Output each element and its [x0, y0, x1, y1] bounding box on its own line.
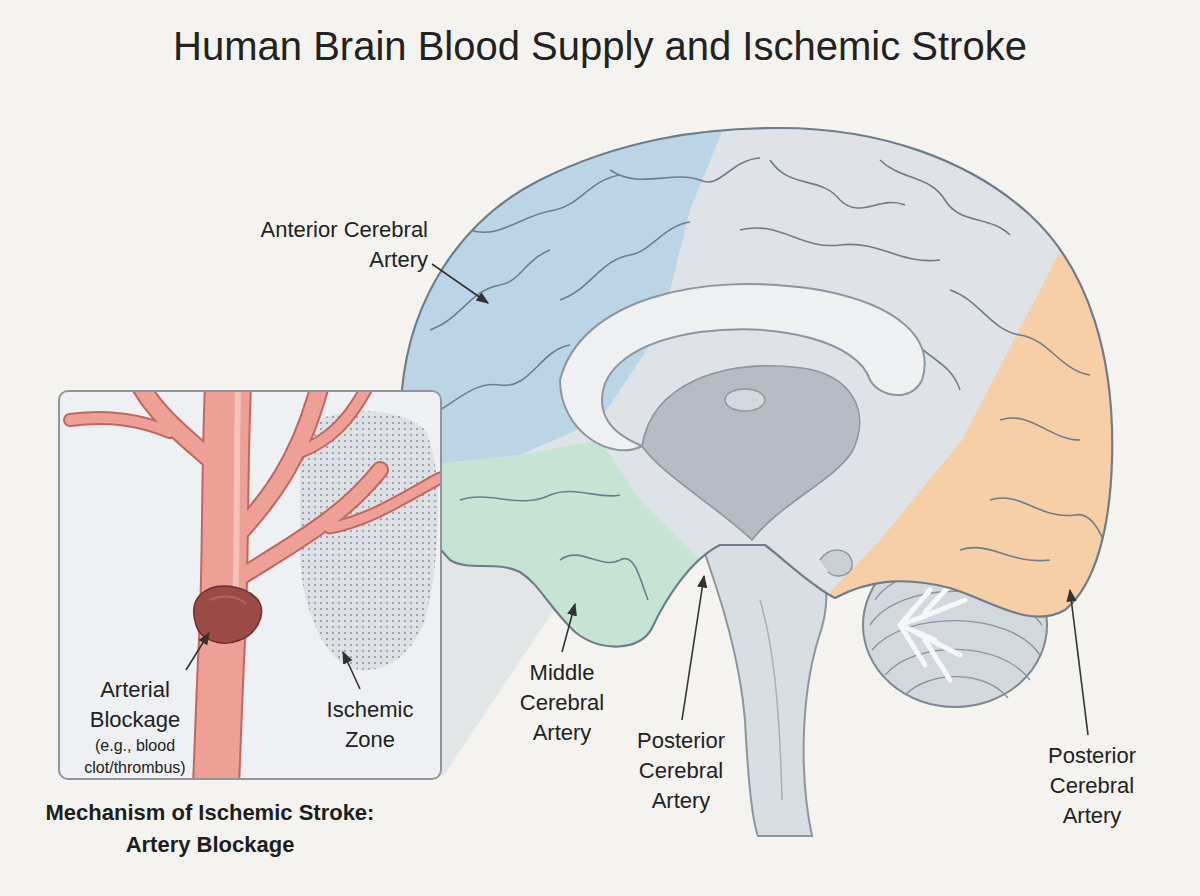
inset-leaders	[186, 633, 360, 689]
inset-illustration	[70, 392, 440, 778]
leader-line	[1070, 590, 1088, 735]
inset-caption: Mechanism of Ischemic Stroke: Artery Blo…	[40, 797, 380, 861]
artery	[70, 392, 440, 778]
cerebrum-outline	[400, 128, 1112, 647]
blockage-label: Arterial Blockage	[80, 675, 190, 735]
diencephalon	[642, 366, 860, 540]
leader-line	[682, 576, 704, 720]
ischemic-zone	[300, 411, 438, 670]
thrombus	[194, 586, 262, 643]
artery-label: Posterior Cerebral Artery	[625, 726, 737, 816]
leader-line	[432, 264, 488, 303]
arbor-vitae	[900, 580, 965, 680]
leader-line	[562, 604, 575, 652]
ischemic-zone-dots	[300, 411, 438, 670]
artery-label: Posterior Cerebral Artery	[1036, 741, 1148, 831]
pineal	[820, 550, 852, 576]
vessel-outline	[70, 392, 440, 778]
zone-label: Ischemic Zone	[320, 695, 420, 755]
cerebrum	[380, 100, 1140, 720]
leader-line	[186, 633, 209, 670]
thalamus	[725, 389, 765, 411]
diagram-title: Human Brain Blood Supply and Ischemic St…	[0, 22, 1200, 70]
thrombus-highlight	[210, 597, 246, 604]
folia	[905, 677, 1008, 698]
artery-label: Anterior Cerebral Artery	[228, 215, 428, 275]
brainstem	[700, 540, 826, 836]
blockage-note: (e.g., blood clot/thrombus)	[80, 735, 190, 779]
brainstem-line	[760, 600, 782, 800]
leader-line	[343, 652, 360, 689]
artery-label: Middle Cerebral Artery	[512, 658, 612, 748]
parietal-region	[380, 100, 1140, 720]
gyri	[420, 158, 1105, 600]
